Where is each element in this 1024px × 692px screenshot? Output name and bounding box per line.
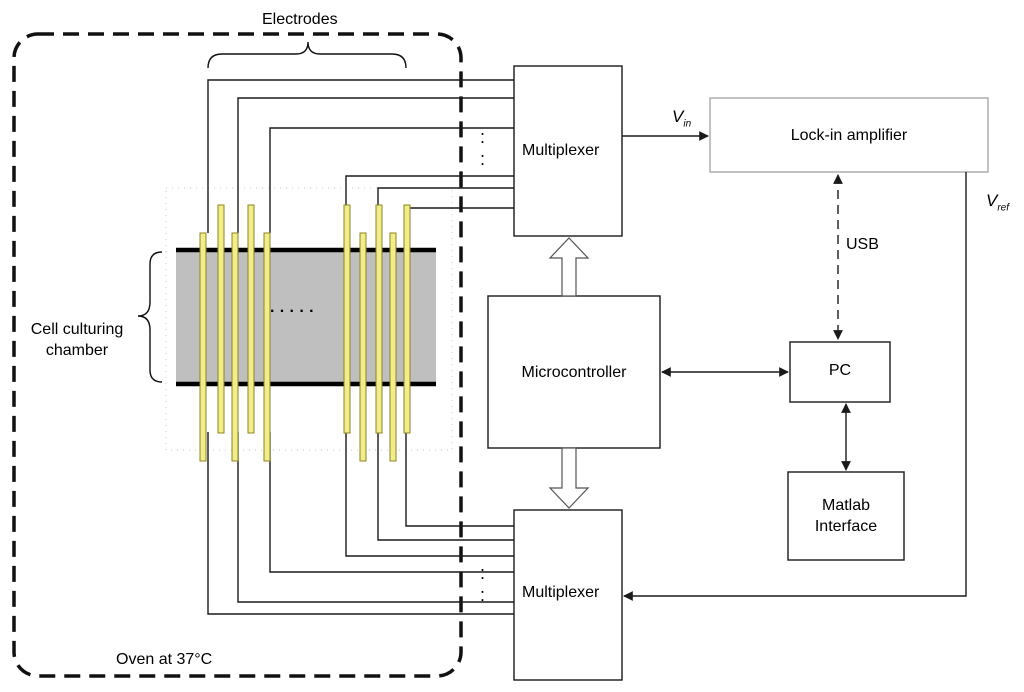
bus-arrow-down	[548, 447, 590, 509]
vref-symbol: V	[986, 191, 998, 210]
vref-line	[623, 172, 967, 601]
matlab-label: Matlab Interface	[814, 497, 878, 535]
electrode	[263, 232, 271, 462]
connections	[622, 131, 967, 601]
electrode	[343, 204, 351, 434]
micro-label: Microcontroller	[521, 364, 627, 381]
electrode	[217, 204, 225, 434]
chamber-region-outline	[165, 187, 453, 451]
wires-ellipsis-top: :	[480, 127, 486, 147]
bottom-wires	[207, 432, 514, 615]
electrode-set	[199, 204, 411, 462]
vin-label: Vin	[672, 108, 691, 129]
usb-label: USB	[846, 236, 879, 253]
lockin-box	[709, 97, 989, 173]
electrode	[389, 232, 397, 462]
chamber-brace	[137, 251, 163, 383]
mux-bottom-box	[513, 509, 623, 681]
electrode	[199, 232, 207, 462]
vin-symbol: V	[672, 107, 684, 126]
bus-arrow-up	[548, 237, 590, 297]
vref-label: Vref	[986, 192, 1009, 213]
wires-ellipsis-bottom-2: :	[480, 585, 486, 605]
electrode	[359, 232, 367, 462]
pc-box	[789, 341, 891, 403]
electrodes-label: Electrodes	[262, 11, 338, 28]
mux-bottom-label: Multiplexer	[522, 584, 600, 601]
oven-boundary	[12, 32, 463, 678]
lockin-label: Lock-in amplifier	[790, 127, 908, 144]
electrodes-ellipsis: · · · · ·	[270, 303, 315, 320]
vin-subscript: in	[683, 118, 692, 130]
matlab-box	[787, 471, 905, 561]
pc-label: PC	[828, 362, 852, 379]
electrodes-brace	[207, 41, 407, 69]
electrode	[403, 204, 411, 434]
electrode	[231, 232, 239, 462]
mux-top-box	[513, 65, 623, 237]
oven-label: Oven at 37°C	[116, 651, 213, 668]
vref-subscript: ref	[997, 202, 1010, 214]
electrode	[247, 204, 255, 434]
electrode	[375, 204, 383, 434]
wires-ellipsis-top-2: :	[480, 149, 486, 169]
micro-box	[487, 295, 661, 449]
wires-ellipsis-bottom: :	[480, 563, 486, 583]
mux-top-label: Multiplexer	[522, 142, 600, 159]
chamber-label: Cell culturing chamber	[30, 321, 124, 359]
